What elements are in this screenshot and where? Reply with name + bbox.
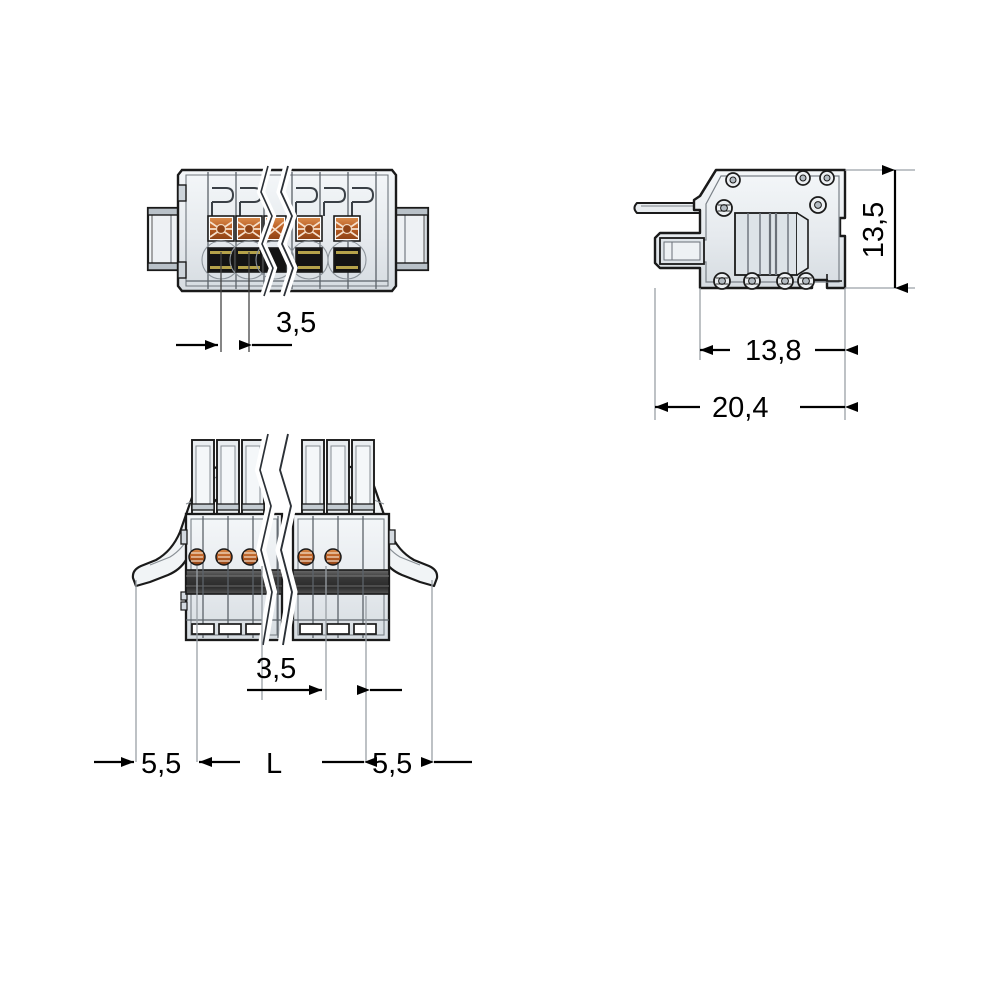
front-view-housing-right: [291, 439, 396, 642]
side-view-top-fasteners: [725, 170, 835, 188]
front-view-contacts-left: [188, 548, 259, 566]
side-view-housing: [653, 168, 847, 290]
front-view-towers-left: [191, 439, 265, 517]
top-view-levers: [211, 187, 375, 216]
front-view-towers-right: [301, 439, 375, 517]
front-view-feet-left: [191, 623, 269, 635]
side-view-bottom-fasteners: [713, 272, 815, 290]
front-view-pitch-dimension: 3,5: [247, 653, 402, 695]
top-view: 3,5: [146, 164, 430, 352]
side-view-mid-fasteners: [715, 196, 827, 217]
side-view-height-dimension: 13,5: [858, 165, 908, 293]
front-view-contacts-right: [297, 548, 342, 566]
front-view-feet-right: [299, 623, 377, 635]
front-view-length-label: L: [266, 748, 282, 780]
top-view-break-line: [256, 164, 298, 298]
top-view-extension-lines: [220, 252, 250, 352]
front-view: 3,5 5,5 L 5,5: [94, 432, 472, 780]
top-view-housing: [176, 164, 398, 298]
side-view: 13,5 13,8 20,4: [633, 165, 915, 424]
side-view-height-label: 13,5: [858, 202, 890, 258]
front-view-edge-right-label: 5,5: [372, 748, 412, 780]
front-view-break-line: [254, 432, 298, 646]
side-view-depth-total-dimension: 20,4: [655, 392, 858, 424]
side-view-depth-inner-label: 13,8: [745, 335, 801, 367]
front-view-edge-left-label: 5,5: [141, 748, 181, 780]
side-view-depth-total-label: 20,4: [712, 392, 768, 424]
side-view-rib-block: [734, 212, 809, 276]
top-view-pitch-dimension: 3,5: [176, 307, 316, 350]
side-view-depth-inner-dimension: 13,8: [700, 335, 858, 367]
front-view-length-chain: 5,5 L 5,5: [94, 748, 472, 780]
top-view-pitch-label: 3,5: [276, 307, 316, 339]
front-view-extension-lines: [135, 566, 433, 762]
front-view-pitch-label: 3,5: [256, 653, 296, 685]
